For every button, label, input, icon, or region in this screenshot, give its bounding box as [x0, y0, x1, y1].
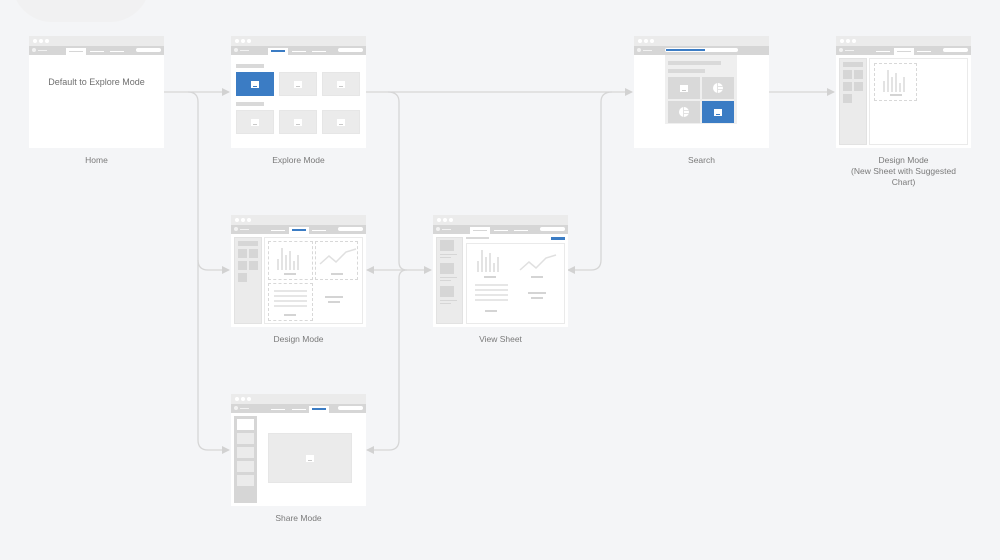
edit-button-mini: [551, 237, 565, 240]
node-explore-mode[interactable]: Explore Mode: [231, 36, 366, 166]
pie-chart-icon: [713, 83, 723, 93]
node-design-mode[interactable]: Design Mode: [231, 215, 366, 345]
node-design-new-sheet[interactable]: Design Mode (New Sheet with Suggested Ch…: [836, 36, 971, 188]
node-search[interactable]: Search: [634, 36, 769, 166]
edge-home-share: [197, 260, 230, 454]
node-label-home: Home: [85, 155, 108, 165]
node-label-design-new: Design Mode (New Sheet with Suggested Ch…: [851, 155, 956, 187]
node-label-design: Design Mode: [273, 334, 324, 344]
bar-chart-icon: [680, 84, 688, 92]
image-icon: [251, 80, 259, 88]
share-screen-thumbnail: [231, 394, 366, 506]
image-icon: [337, 118, 345, 126]
node-home[interactable]: Default to Explore Mode Home: [29, 36, 164, 166]
node-label-share: Share Mode: [275, 513, 322, 523]
image-icon: [294, 118, 302, 126]
search-bar-active: [665, 48, 738, 52]
edge-view-share: [366, 269, 408, 454]
node-label-search: Search: [688, 155, 715, 165]
node-view-sheet[interactable]: View Sheet: [433, 215, 568, 345]
view-sheet-screen-thumbnail: [433, 215, 568, 327]
image-icon: [337, 80, 345, 88]
window-navbar: [29, 46, 164, 55]
node-label-explore: Explore Mode: [272, 155, 325, 165]
selected-tile: [236, 72, 274, 96]
design-screen-thumbnail: [231, 215, 366, 327]
explore-screen-thumbnail: [231, 36, 366, 148]
node-share-mode[interactable]: Share Mode: [231, 394, 366, 524]
pie-chart-icon: [679, 107, 689, 117]
search-screen-thumbnail: [634, 36, 769, 148]
decorative-blob: [12, 0, 150, 22]
edge-search-view: [567, 91, 613, 274]
window-titlebar: [29, 36, 164, 46]
search-dropdown: [665, 55, 737, 124]
node-label-view-sheet: View Sheet: [479, 334, 522, 344]
image-icon: [306, 454, 314, 462]
design-new-screen-thumbnail: [836, 36, 971, 148]
search-bar-mini: [136, 48, 161, 52]
image-icon: [294, 80, 302, 88]
home-screen-text: Default to Explore Mode: [48, 77, 145, 87]
bar-chart-icon: [714, 108, 722, 116]
image-icon: [251, 118, 259, 126]
home-screen-thumbnail: Default to Explore Mode: [29, 36, 164, 148]
edge-home-design: [187, 91, 230, 274]
edge-explore-view: [387, 91, 432, 274]
